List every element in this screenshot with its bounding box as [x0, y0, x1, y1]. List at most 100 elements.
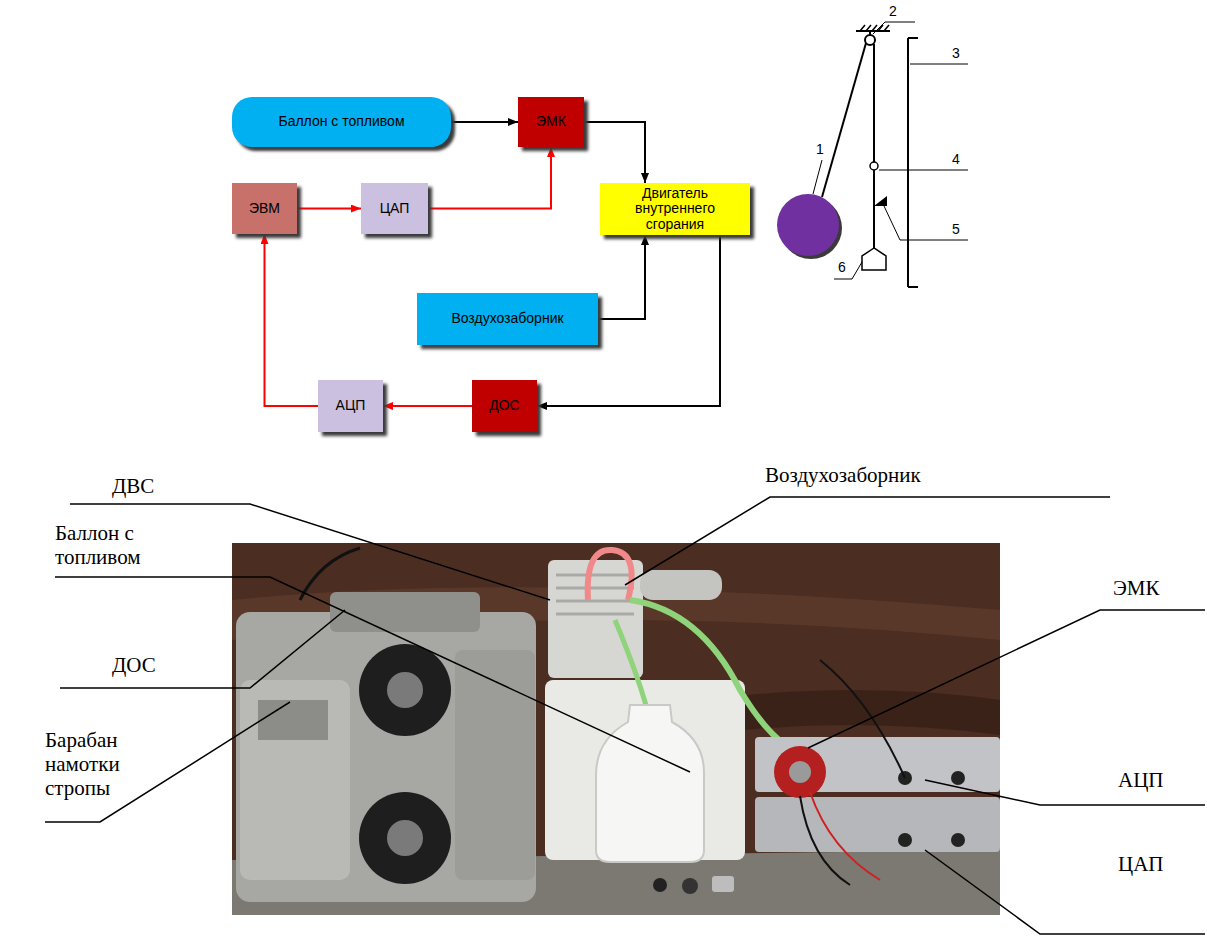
callout-number: 3 — [952, 45, 960, 61]
motor-symbol — [359, 792, 451, 884]
node-text-group: ДОС — [489, 398, 519, 414]
leader-line — [910, 64, 968, 65]
node-text-group: ЭМК — [536, 114, 566, 130]
part-label: АЦП — [1118, 768, 1164, 792]
fuel-hose — [588, 550, 632, 600]
part-label: Баллон с топливом — [55, 521, 165, 569]
flow-arrow — [598, 235, 645, 319]
small-part — [653, 878, 667, 892]
leader-line — [879, 170, 968, 171]
valve-box: ЭМК — [518, 97, 584, 147]
node-text-group: ЦАП — [380, 201, 410, 217]
node-text-group: АЦП — [336, 398, 366, 414]
fuel-tank-box: Баллон с топливом — [232, 97, 451, 147]
engine-box: Двигатель внутреннего сгорания — [600, 183, 750, 235]
computer-box: ЭВМ — [232, 183, 297, 234]
leader-line — [60, 610, 345, 688]
connector-knob — [898, 833, 912, 847]
motor-hub — [387, 820, 423, 856]
connector-knob — [951, 771, 965, 785]
part-label: ДОС — [112, 653, 156, 677]
node-label: ЭМК — [536, 114, 566, 130]
node-label: Воздухозаборник — [451, 311, 563, 327]
part-label: ДВС — [112, 474, 154, 498]
signal-arrow — [428, 147, 551, 209]
node-label: АЦП — [336, 398, 366, 414]
callout-number: 4 — [952, 151, 960, 167]
rod-tick — [908, 286, 918, 288]
leader-line — [873, 22, 915, 34]
dac-box: ЦАП — [361, 183, 428, 234]
callout-number: 6 — [838, 259, 846, 275]
engine-fins — [556, 575, 634, 614]
adc-box: АЦП — [318, 380, 383, 432]
drum-circle — [777, 194, 839, 256]
weight-symbol — [862, 248, 886, 270]
flow-arrow — [584, 122, 645, 183]
node-text-group: Двигатель внутреннего сгорания — [604, 186, 746, 233]
cable-wire — [800, 796, 850, 885]
photo-leaders — [45, 497, 1205, 934]
couch-background — [232, 543, 1000, 915]
node-text-group: Баллон с топливом — [278, 114, 404, 130]
flow-arrow — [451, 121, 518, 123]
leader-line — [925, 850, 1205, 934]
cable-line — [822, 43, 866, 197]
signal-arrow — [265, 234, 319, 406]
drum-plate — [258, 700, 328, 740]
scale-rod — [907, 38, 909, 287]
leader-line — [70, 504, 550, 600]
node-label: Двигатель внутреннего сгорания — [604, 186, 746, 233]
leader-line — [813, 160, 822, 194]
bench-photo — [232, 543, 1000, 915]
leader-line — [884, 206, 968, 240]
small-part — [712, 876, 734, 892]
ground-hatch — [860, 25, 889, 31]
motor-symbol — [359, 644, 451, 736]
pulley-symbol — [865, 35, 875, 45]
node-text-group: Воздухозаборник — [451, 311, 563, 327]
node-text-group: ЭВМ — [249, 201, 280, 217]
gear-housing — [455, 650, 535, 880]
node-label: Баллон с топливом — [278, 114, 404, 130]
fuel-bottle — [596, 705, 704, 862]
callout-number: 2 — [889, 3, 897, 19]
leader-line — [45, 702, 290, 822]
sensor-block — [330, 592, 480, 632]
drum-housing — [240, 680, 350, 880]
valve-core — [789, 761, 811, 783]
machine-body — [236, 612, 536, 902]
joint-point — [870, 162, 878, 170]
node-label: ЭВМ — [249, 201, 280, 217]
air-intake-box: Воздухозаборник — [417, 293, 598, 345]
signal-arrow — [297, 208, 361, 210]
motor-hub — [387, 672, 423, 708]
callout-number: 5 — [952, 221, 960, 237]
connector-knob — [951, 833, 965, 847]
part-label: ЦАП — [1118, 852, 1164, 876]
valve-symbol — [774, 746, 826, 798]
rod-tick — [908, 37, 918, 39]
muffler-symbol — [640, 570, 722, 600]
cable-wire — [300, 548, 360, 600]
leader-line — [808, 610, 1205, 748]
node-label: ЦАП — [380, 201, 410, 217]
part-label: Барабан намотки стропы — [45, 728, 160, 800]
small-part — [682, 878, 698, 894]
pointer-mark — [874, 196, 887, 206]
load-schematic — [777, 22, 968, 287]
leader-line — [55, 577, 690, 772]
cable-wire — [820, 660, 905, 778]
part-label: Воздухозаборник — [765, 463, 921, 487]
rope-line — [873, 44, 875, 248]
leader-line — [625, 497, 1110, 585]
cable-wire — [810, 792, 880, 880]
sensor-box: ДОС — [472, 380, 537, 432]
node-label: ДОС — [489, 398, 519, 414]
signal-arrow — [383, 405, 472, 407]
part-label: ЭМК — [1113, 576, 1160, 600]
instrument-box — [755, 797, 1000, 852]
callout-number: 1 — [816, 141, 824, 157]
